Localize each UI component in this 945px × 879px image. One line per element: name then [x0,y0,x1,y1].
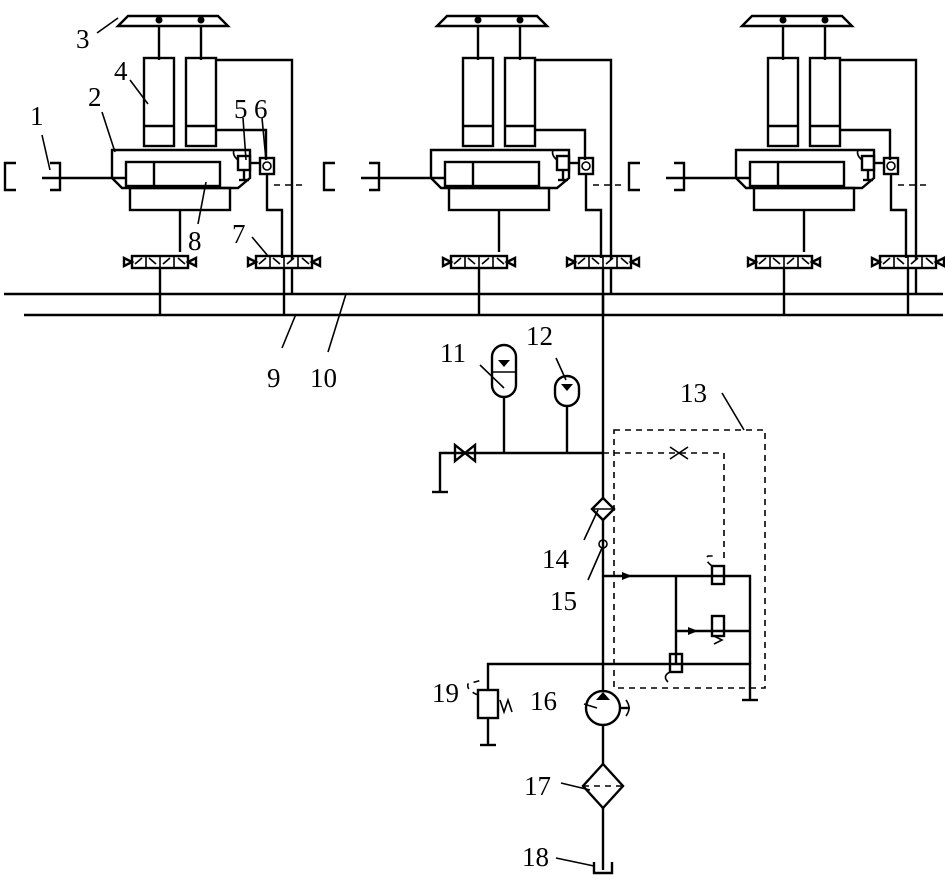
label-11: 11 [440,338,466,368]
label-16: 16 [530,686,557,716]
label-7: 7 [232,219,246,249]
label-3: 3 [76,24,90,54]
label-5: 5 [234,94,248,124]
pump-16 [584,689,630,727]
support-unit-2 [322,14,641,317]
support-unit-1 [3,14,322,317]
check-valve-15 [598,539,608,549]
label-18: 18 [522,842,549,872]
label-17: 17 [524,771,551,801]
label-15: 15 [550,586,577,616]
drain-branch [438,451,603,492]
tank-18 [592,862,614,875]
label-12: 12 [526,321,553,351]
label-6: 6 [254,94,268,124]
accumulator-12 [553,374,581,453]
label-9: 9 [267,363,281,393]
accumulator-11 [490,343,518,453]
label-2: 2 [88,82,102,112]
label-10: 10 [310,363,337,393]
label-8: 8 [188,226,202,256]
support-unit-3 [627,14,945,317]
label-13: 13 [680,378,707,408]
pilot-valve [668,652,684,674]
label-19: 19 [432,678,459,708]
label-4: 4 [114,56,128,86]
throttle [669,446,689,460]
relief-valve-19 [476,688,500,720]
relief-valve-a [710,564,726,586]
label-14: 14 [542,544,570,574]
control-unit-13 [613,429,766,689]
stop-valve [453,442,477,464]
relief-valve-b [710,614,726,638]
leader-lines [41,17,745,867]
label-1: 1 [30,101,44,131]
